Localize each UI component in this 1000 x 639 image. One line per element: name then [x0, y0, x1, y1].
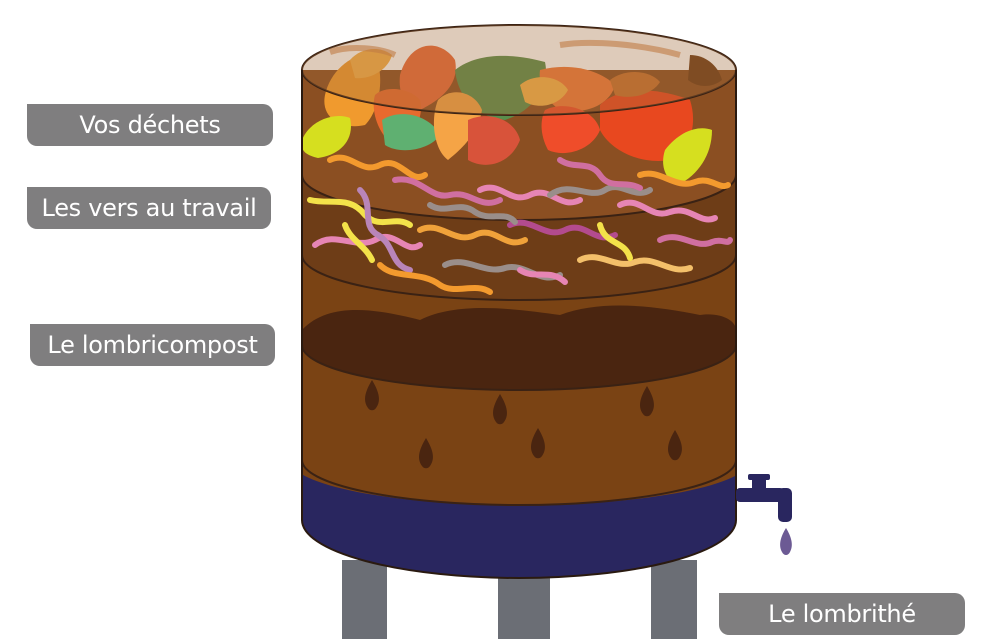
liquid-layer: [302, 460, 736, 578]
stand-legs: [342, 560, 697, 639]
tap-icon[interactable]: [736, 474, 792, 522]
label-worms-at-work: Les vers au travail: [27, 187, 271, 229]
compost-mound: [302, 305, 736, 390]
label-waste: Vos déchets: [27, 104, 273, 146]
leg-left: [342, 560, 387, 639]
worms: [307, 154, 733, 295]
bin-outline: [301, 70, 737, 579]
leg-middle: [498, 575, 550, 639]
compost-drops: [365, 380, 682, 469]
drop-icon: [780, 528, 792, 555]
leg-right: [651, 560, 697, 639]
food-waste: [301, 45, 722, 185]
label-worm-compost: Le lombricompost: [30, 324, 275, 366]
label-worm-tea: Le lombrithé: [719, 593, 965, 635]
